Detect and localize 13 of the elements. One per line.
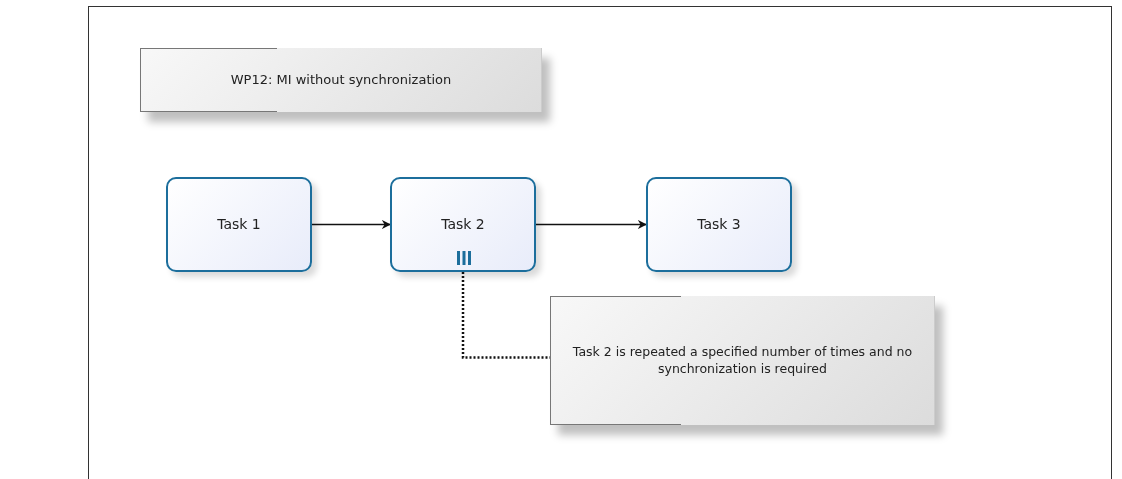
node-text: Task 3 — [697, 215, 741, 234]
task-box — [166, 177, 312, 272]
text-annotation — [550, 296, 935, 425]
sequence-flow-arrow — [535, 220, 647, 229]
node-text: WP12: MI without synchronization — [230, 71, 452, 89]
text-annotation — [140, 48, 542, 112]
node-text: Task 2 is repeated a specified number of times and no synchronization is required — [571, 343, 914, 378]
sequence-flow-arrow — [311, 220, 391, 229]
task-box — [390, 177, 536, 272]
node-text: Task 2 — [441, 215, 485, 234]
task-box — [646, 177, 792, 272]
association-line — [461, 272, 550, 359]
node-text: Task 1 — [217, 215, 261, 234]
